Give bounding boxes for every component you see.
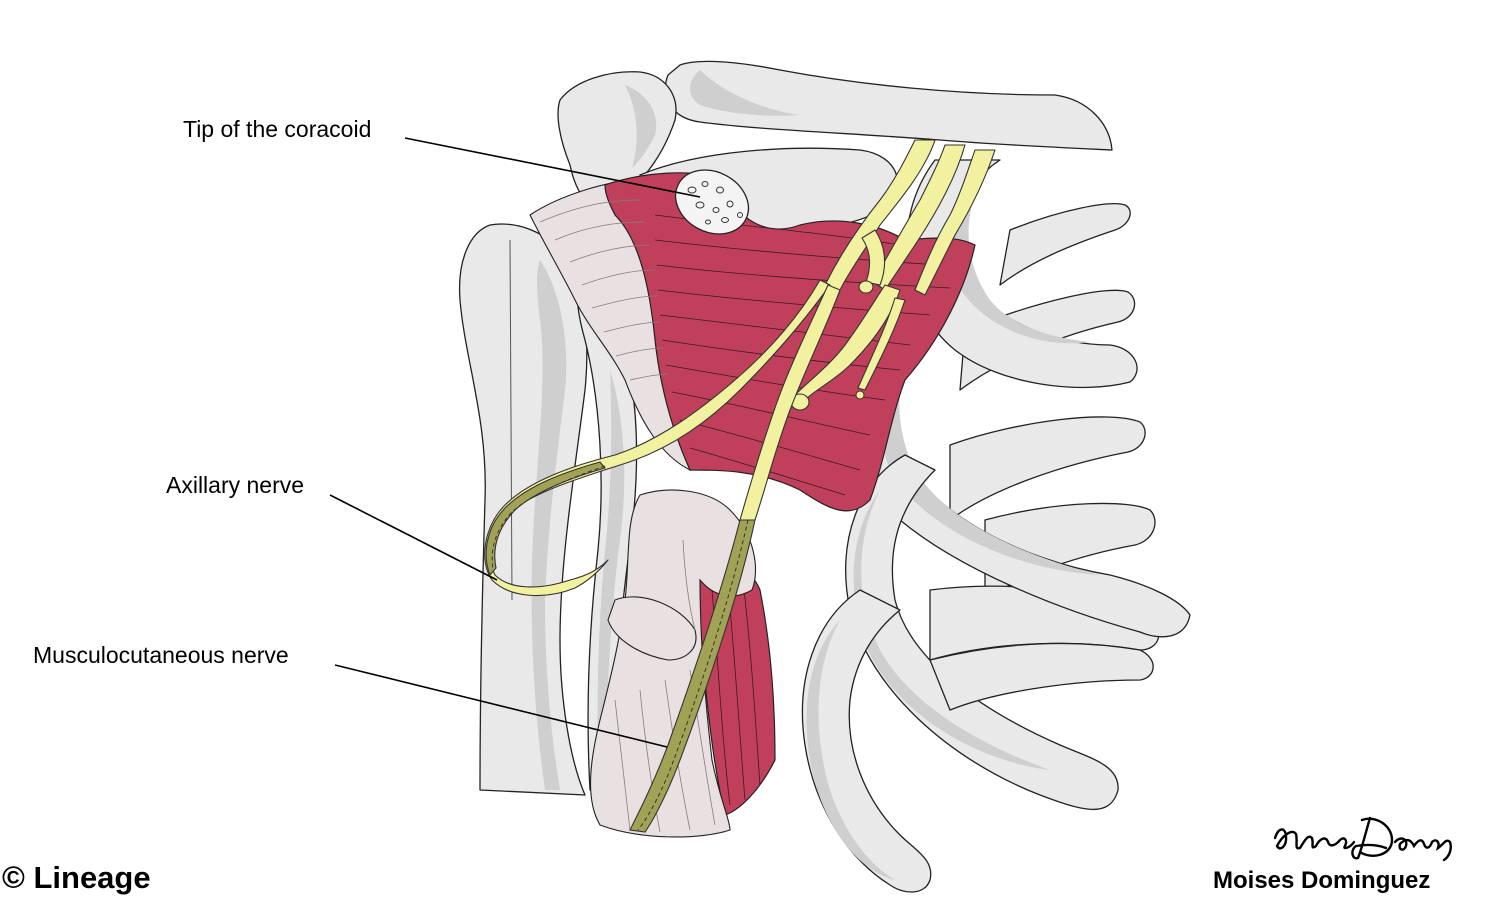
leader-line-coracoid [404, 137, 701, 198]
label-musculocutaneous: Musculocutaneous nerve [33, 642, 289, 668]
clavicle [664, 60, 1113, 151]
author-credit: Moises Dominguez [1213, 867, 1430, 894]
brachial-plexus [484, 139, 996, 833]
label-coracoid: Tip of the coracoid [183, 116, 371, 142]
coracoid-tip [674, 169, 750, 235]
humerus [458, 223, 638, 796]
label-coracoid-group: Tip of the coracoid [183, 116, 701, 198]
label-axillary-group: Axillary nerve [166, 472, 498, 581]
signature-logo [1273, 816, 1452, 862]
leader-line-musculocutaneous [334, 664, 668, 748]
leader-line-axillary [329, 494, 498, 581]
label-axillary: Axillary nerve [166, 472, 304, 498]
label-musculocutaneous-group: Musculocutaneous nerve [33, 642, 668, 748]
copyright-text: © Lineage [2, 860, 151, 895]
